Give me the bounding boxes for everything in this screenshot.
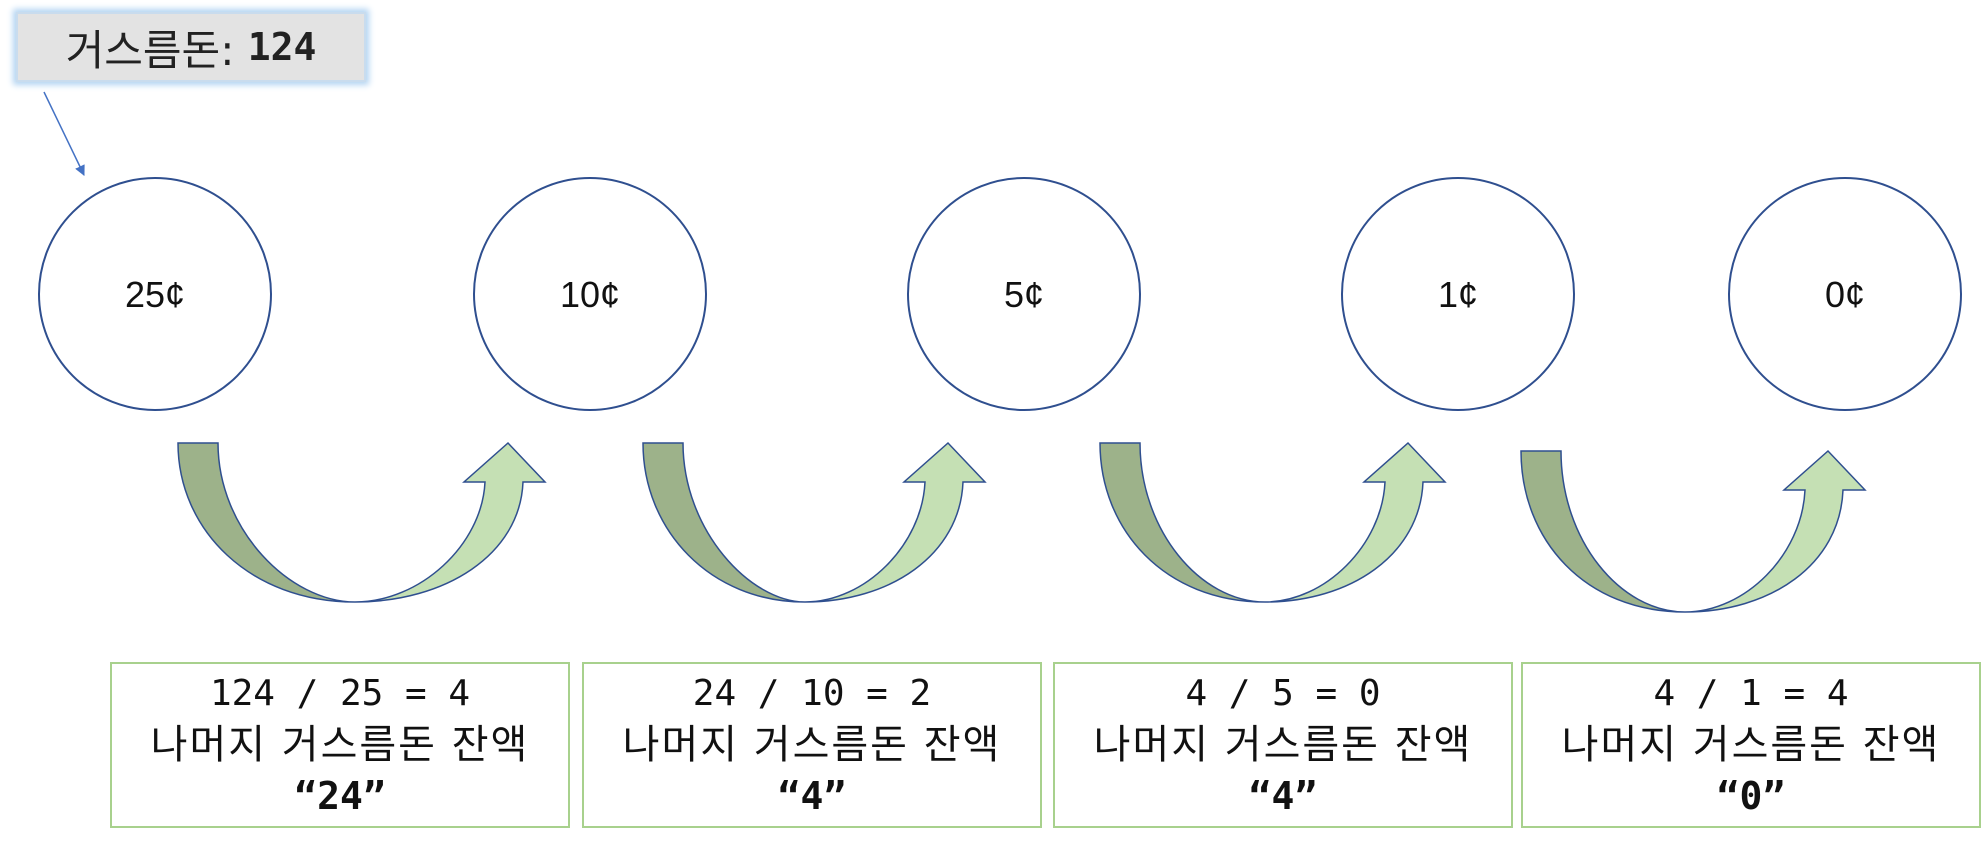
- coin-label: 5¢: [1004, 274, 1044, 315]
- coin-label: 25¢: [125, 274, 185, 315]
- coin-circle: [1728, 177, 1962, 411]
- arrow-head: [804, 441, 987, 603]
- pointer-arrow: [43, 91, 85, 176]
- coin-circle: [38, 177, 272, 411]
- step-box-2: 24 / 10 = 2 나머지 거스름돈 잔액 “4”: [582, 662, 1042, 828]
- transition-arrow-4: [1520, 449, 1867, 613]
- arrow-head: [1684, 449, 1867, 613]
- coin-node-25: 25¢: [38, 177, 272, 411]
- step-equation: 124 / 25 = 4: [209, 673, 471, 714]
- coin-label: 1¢: [1438, 274, 1478, 315]
- change-amount-label: 거스름돈: 124: [16, 12, 366, 82]
- step-remainder: “4”: [1248, 774, 1318, 818]
- change-label-text: 거스름돈:: [65, 25, 235, 75]
- step-box-3: 4 / 5 = 0 나머지 거스름돈 잔액 “4”: [1053, 662, 1513, 828]
- step-remainder: “4”: [777, 774, 847, 818]
- coin-label: 0¢: [1825, 274, 1865, 315]
- coin-node-1: 1¢: [1341, 177, 1575, 411]
- step-equation: 4 / 1 = 4: [1653, 673, 1849, 714]
- step-remainder: “0”: [1716, 774, 1786, 818]
- coin-label: 10¢: [560, 274, 620, 315]
- step-caption: 나머지 거스름돈 잔액: [1093, 722, 1473, 768]
- transition-arrow-3: [1099, 441, 1447, 603]
- coin-circle: [473, 177, 707, 411]
- coin-circle: [1341, 177, 1575, 411]
- arrow-tail: [642, 442, 806, 603]
- step-remainder: “24”: [294, 774, 386, 818]
- step-equation: 24 / 10 = 2: [692, 673, 932, 714]
- step-caption: 나머지 거스름돈 잔액: [150, 722, 530, 768]
- step-caption: 나머지 거스름돈 잔액: [622, 722, 1002, 768]
- arrow-head: [1264, 441, 1447, 603]
- change-amount-value: 124: [247, 25, 317, 69]
- transition-arrow-1: [177, 441, 547, 603]
- step-box-4: 4 / 1 = 4 나머지 거스름돈 잔액 “0”: [1521, 662, 1981, 828]
- arrow-tail: [1520, 450, 1686, 613]
- step-caption: 나머지 거스름돈 잔액: [1561, 722, 1941, 768]
- step-equation: 4 / 5 = 0: [1185, 673, 1381, 714]
- arrow-tail: [177, 442, 356, 603]
- coin-node-0: 0¢: [1728, 177, 1962, 411]
- arrow-head: [354, 441, 547, 603]
- arrow-tail: [1099, 442, 1266, 603]
- coin-node-5: 5¢: [907, 177, 1141, 411]
- coin-node-10: 10¢: [473, 177, 707, 411]
- transition-arrow-2: [642, 441, 987, 603]
- coin-circle: [907, 177, 1141, 411]
- step-box-1: 124 / 25 = 4 나머지 거스름돈 잔액 “24”: [110, 662, 570, 828]
